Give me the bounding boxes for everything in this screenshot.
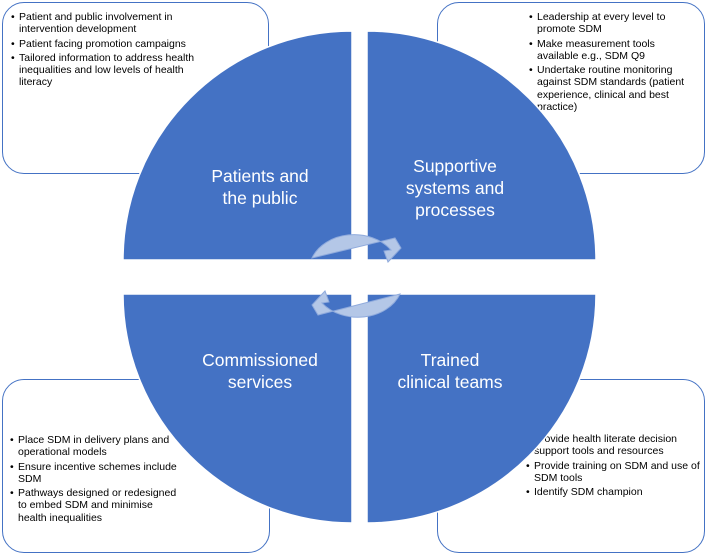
label-line: clinical teams [397, 372, 503, 392]
label-commissioned-services: Commissioned services [180, 349, 340, 393]
label-line: the public [222, 188, 298, 208]
list-item: Pathways designed or redesigned to embed… [10, 487, 180, 524]
quadrant-patients-public [122, 30, 353, 261]
bullet-list: Provide health literate decision support… [526, 433, 701, 500]
cycle-arrows-icon [311, 234, 402, 318]
list-item: Provide health literate decision support… [526, 433, 701, 458]
list-item: Patient and public involvement in interv… [11, 11, 216, 36]
list-item: Undertake routine monitoring against SDM… [529, 64, 699, 113]
label-line: Trained [420, 350, 480, 370]
bullet-list: Leadership at every level to promote SDM… [529, 11, 699, 115]
label-patients-public: Patients and the public [185, 165, 335, 209]
list-item: Ensure incentive schemes include SDM [10, 461, 180, 486]
list-item: Leadership at every level to promote SDM [529, 11, 699, 36]
list-item: Patient facing promotion campaigns [11, 38, 216, 51]
bullet-list: Patient and public involvement in interv… [11, 11, 216, 91]
label-line: Patients and [211, 166, 309, 186]
label-supportive-systems: Supportive systems and processes [375, 155, 535, 221]
list-item: Place SDM in delivery plans and operatio… [10, 434, 180, 459]
label-line: services [227, 372, 293, 392]
quadrant-supportive-systems [366, 30, 597, 261]
label-line: Commissioned [202, 350, 318, 370]
list-item: Identify SDM champion [526, 486, 701, 499]
label-line: systems and [405, 178, 505, 198]
quadrant-trained-teams [366, 293, 597, 524]
list-item: Tailored information to address health i… [11, 52, 216, 89]
bullet-list: Place SDM in delivery plans and operatio… [10, 434, 180, 526]
label-line: processes [415, 200, 495, 220]
list-item: Provide training on SDM and use of SDM t… [526, 460, 701, 485]
quadrant-commissioned-services [122, 293, 353, 524]
list-item: Make measurement tools available e.g., S… [529, 38, 699, 63]
label-trained-teams: Trained clinical teams [375, 349, 525, 393]
label-line: Supportive [413, 156, 497, 176]
